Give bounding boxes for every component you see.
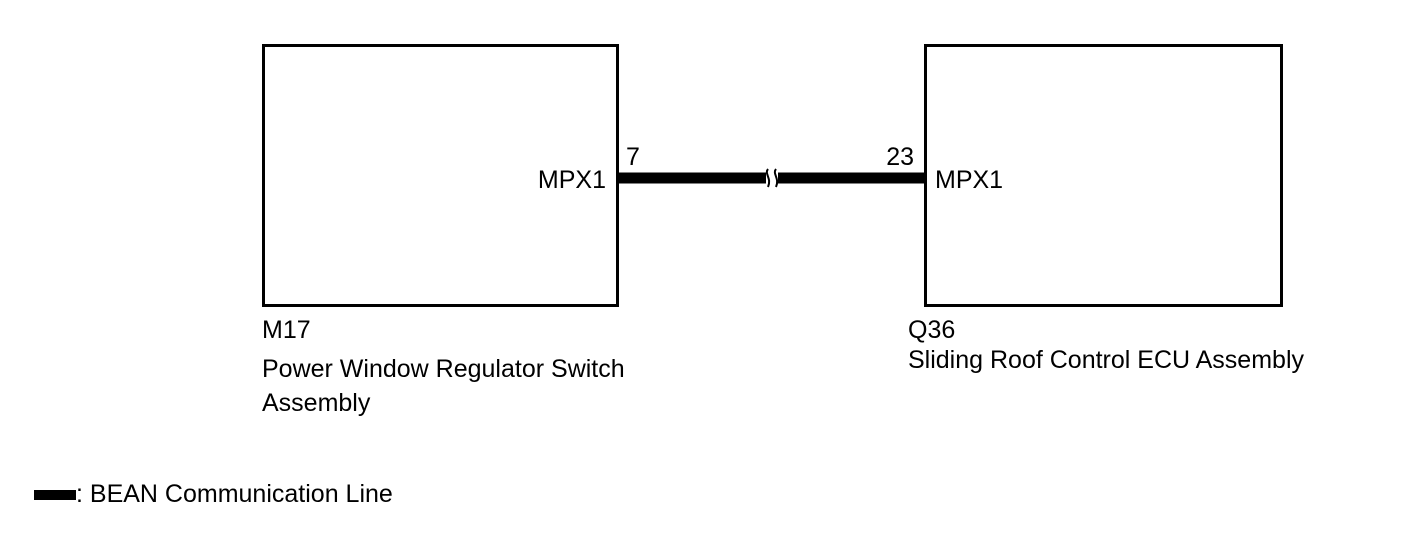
left-component-code: M17 [262, 316, 311, 344]
legend: : BEAN Communication Line [34, 482, 393, 507]
legend-label: : BEAN Communication Line [76, 480, 393, 508]
right-pin-number: 23 [886, 143, 914, 171]
power-window-switch-box [262, 44, 619, 307]
thick-line-icon [34, 489, 76, 500]
left-pin-signal: MPX1 [537, 166, 606, 194]
wavy-break-icon [765, 168, 779, 188]
right-component-code: Q36 [908, 316, 956, 344]
right-pin-signal: MPX1 [935, 166, 1004, 194]
left-component-name: Power Window Regulator Switch Assembly [262, 355, 625, 417]
sliding-roof-ecu-box [924, 44, 1283, 307]
left-pin-number: 7 [626, 143, 640, 171]
right-component-name: Sliding Roof Control ECU Assembly [908, 346, 1304, 374]
